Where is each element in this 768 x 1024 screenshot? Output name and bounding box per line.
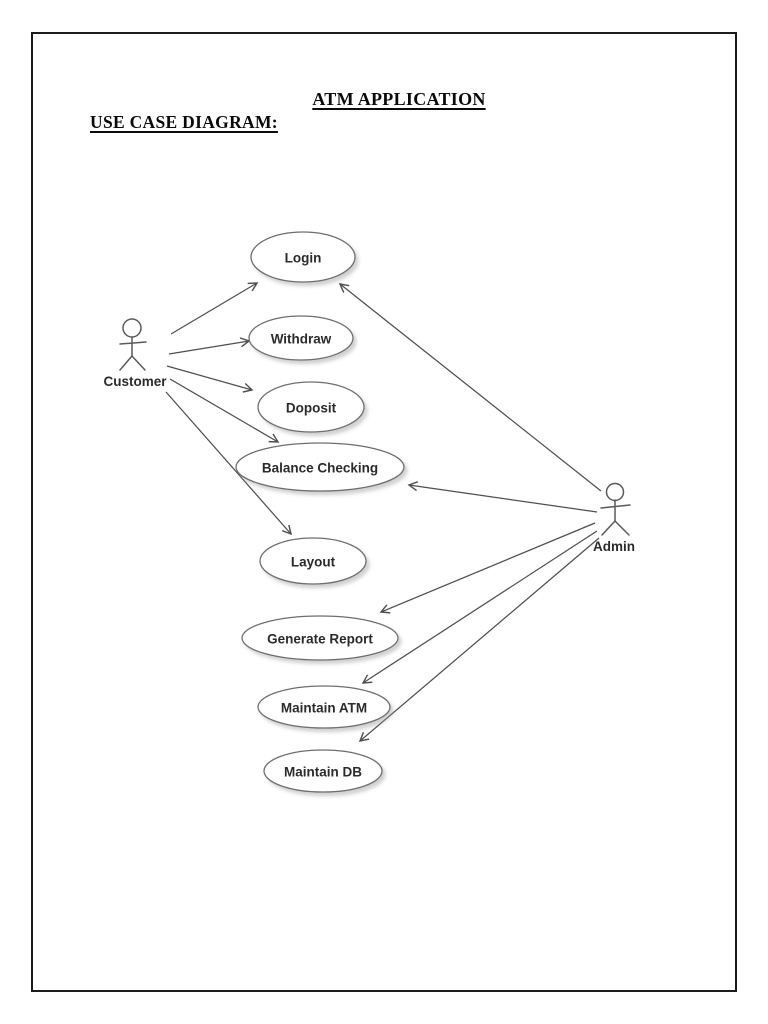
use-case-diagram-heading: USE CASE DIAGRAM: (90, 112, 278, 132)
use-case-withdraw-label: Withdraw (271, 332, 332, 347)
page-border (31, 32, 737, 992)
actor-customer-head (122, 318, 142, 338)
association-admin-generate-report (379, 522, 596, 614)
association-admin-maintain-db (358, 537, 600, 742)
actor-admin-arms (600, 504, 631, 509)
use-case-generate-report-label: Generate Report (267, 632, 373, 647)
use-case-doposit: Doposit (257, 381, 365, 433)
use-case-layout: Layout (259, 537, 367, 585)
actor-admin-label: Admin (593, 539, 635, 554)
actor-customer-right-leg (131, 355, 146, 371)
association-customer-layout (165, 391, 293, 536)
use-case-balance-checking-ellipse (235, 442, 405, 492)
use-case-maintain-db-label: Maintain DB (284, 765, 362, 780)
association-admin-balance-checking (407, 481, 598, 513)
use-case-balance-checking-label: Balance Checking (262, 461, 378, 476)
actor-customer-arms (119, 341, 147, 345)
use-case-login: Login (250, 231, 356, 283)
use-case-generate-report: Generate Report (241, 615, 399, 661)
use-case-maintain-atm-ellipse (257, 685, 391, 729)
actor-admin: Admin (593, 482, 635, 554)
use-case-layout-label: Layout (291, 555, 336, 570)
use-case-withdraw-ellipse (248, 315, 354, 361)
association-customer-balance-checking (169, 378, 280, 443)
use-case-doposit-label: Doposit (286, 401, 337, 416)
association-customer-withdraw (168, 337, 251, 355)
use-case-maintain-db: Maintain DB (263, 749, 383, 793)
actor-admin-head (605, 482, 625, 502)
actor-customer-left-leg (119, 355, 133, 371)
use-case-layout-ellipse (259, 537, 367, 585)
association-customer-doposit (166, 365, 254, 393)
associations-customer (165, 282, 293, 536)
association-admin-maintain-atm (361, 530, 598, 684)
actor-customer: Customer (103, 318, 167, 389)
use-case-login-ellipse (250, 231, 356, 283)
association-customer-login (170, 282, 259, 335)
use-case-generate-report-ellipse (241, 615, 399, 661)
use-case-doposit-ellipse (257, 381, 365, 433)
use-case-withdraw: Withdraw (248, 315, 354, 361)
association-admin-login (338, 283, 602, 492)
actor-admin-left-leg (601, 520, 616, 536)
actor-customer-label: Customer (103, 374, 167, 389)
associations-admin (338, 283, 602, 742)
document-title: ATM APPLICATION (312, 89, 486, 109)
use-case-login-label: Login (285, 251, 322, 266)
use-case-balance-checking: Balance Checking (235, 442, 405, 492)
use-case-maintain-atm-label: Maintain ATM (281, 701, 367, 716)
use-case-maintain-db-ellipse (263, 749, 383, 793)
use-case-maintain-atm: Maintain ATM (257, 685, 391, 729)
actor-admin-right-leg (614, 520, 630, 536)
